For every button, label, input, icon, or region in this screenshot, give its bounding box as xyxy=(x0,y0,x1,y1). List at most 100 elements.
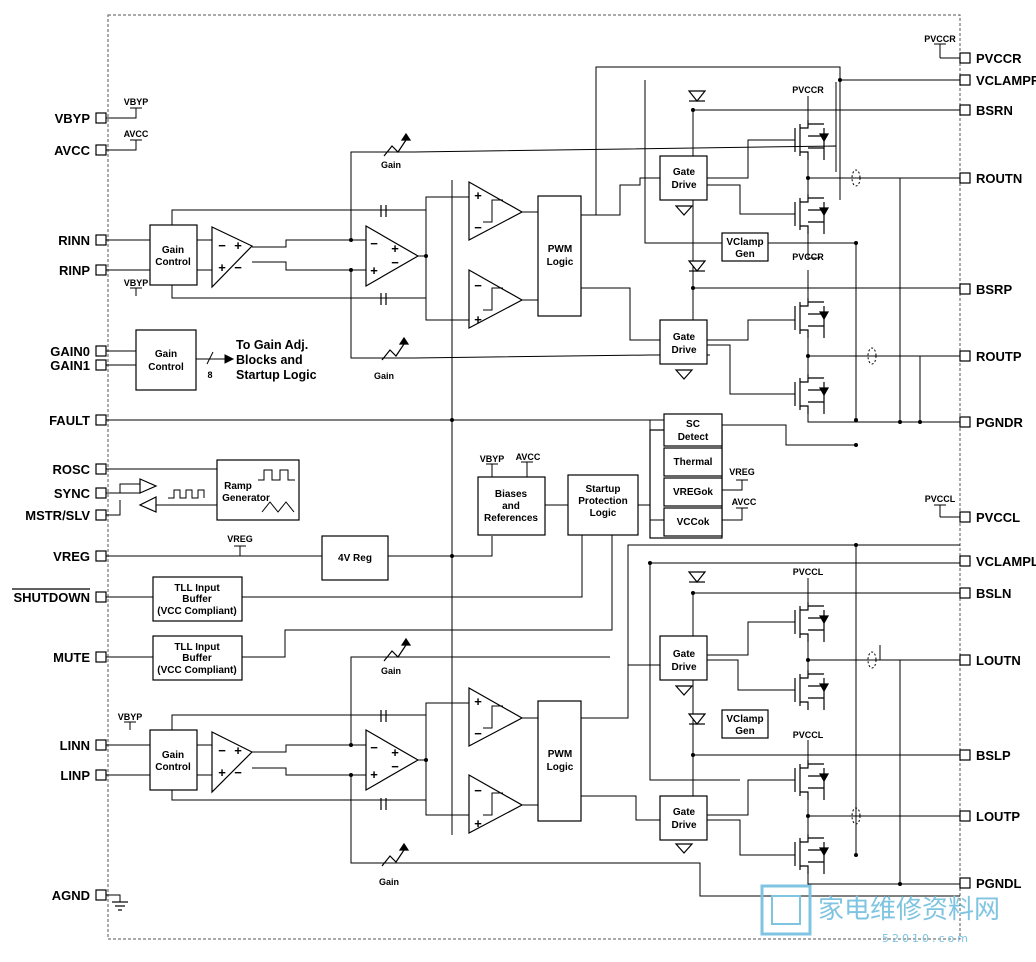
pin-loutp: LOUTP xyxy=(976,809,1020,824)
svg-text:+: + xyxy=(218,765,226,780)
biases-line1: Biases xyxy=(495,489,528,500)
gain-control-top-line2: Control xyxy=(155,257,191,268)
to-gain-note-3: Startup Logic xyxy=(236,368,317,382)
wires xyxy=(106,43,960,902)
comparator-2-icon xyxy=(468,268,524,329)
gate-drive-2-line1: Gate xyxy=(673,332,696,343)
vclamp-bottom-line1: VClamp xyxy=(726,714,763,725)
svg-text:−: − xyxy=(474,278,482,293)
tll-shutdown-line3: (VCC Compliant) xyxy=(157,606,236,617)
chip-outline xyxy=(107,14,961,940)
pwm-bottom-line1: PWM xyxy=(548,749,572,760)
main-amp-top-icon xyxy=(365,224,420,288)
ramp-line1: Ramp xyxy=(224,481,252,492)
main-amp-bottom-icon xyxy=(365,728,420,792)
svg-text:−: − xyxy=(474,220,482,235)
gain-control-block-top xyxy=(149,224,198,286)
tll-mute-line2: Buffer xyxy=(182,653,212,664)
sc-detect-block xyxy=(663,413,723,447)
gain-label-3: Gain xyxy=(381,666,401,676)
svg-text:+: + xyxy=(234,238,242,253)
ramp-waveform-icons xyxy=(168,469,295,513)
gain-control-bottom-line1: Gain xyxy=(162,750,184,761)
pin-gain0: GAIN0 xyxy=(50,344,90,359)
svg-text:+: + xyxy=(474,312,482,327)
svg-text:−: − xyxy=(218,743,226,758)
tll-mute-line1: TLL Input xyxy=(174,642,220,653)
left-pins xyxy=(95,112,107,901)
svg-text:−: − xyxy=(474,783,482,798)
pin-shutdown: SHUTDOWN xyxy=(13,590,90,605)
pin-mute: MUTE xyxy=(53,650,90,665)
svg-text:+: + xyxy=(370,263,378,278)
label-avcc-3: AVCC xyxy=(732,497,757,507)
vclamp-top-line1: VClamp xyxy=(726,237,763,248)
pin-pgndl: PGNDL xyxy=(976,876,1022,891)
startup-line1: Startup xyxy=(586,484,621,495)
biases-line3: References xyxy=(484,513,538,524)
pin-sync: SYNC xyxy=(54,486,91,501)
pin-mstr-slv: MSTR/SLV xyxy=(25,508,90,523)
sc-detect-line2: Detect xyxy=(678,432,709,443)
pin-rosc: ROSC xyxy=(52,462,90,477)
preamp-bottom-icon xyxy=(211,731,254,794)
gate-drive-block-2 xyxy=(659,319,708,365)
pin-pvccr: PVCCR xyxy=(976,51,1022,66)
gain-control-mid-line1: Gain xyxy=(155,349,177,360)
label-vbyp-2: VBYP xyxy=(124,278,149,288)
pwm-bottom-line2: Logic xyxy=(547,762,574,773)
pin-rinp: RINP xyxy=(59,263,90,278)
watermark-sub: 52010.com xyxy=(882,932,971,945)
label-pvccr-top: PVCCR xyxy=(924,34,956,44)
preamp-top-icon xyxy=(211,226,254,289)
gain-label-4: Gain xyxy=(379,877,399,887)
label-pvccl-2: PVCCL xyxy=(793,730,824,740)
pin-pvccl: PVCCL xyxy=(976,510,1020,525)
svg-text:+: + xyxy=(474,188,482,203)
svg-text:−: − xyxy=(234,260,242,275)
svg-text:−: − xyxy=(218,238,226,253)
mosfet-icons xyxy=(794,120,830,874)
vclamp-gen-block-bottom xyxy=(721,709,769,739)
pin-vbyp: VBYP xyxy=(55,111,91,126)
svg-text:−: − xyxy=(234,765,242,780)
pwm-top-line1: PWM xyxy=(548,244,572,255)
svg-text:+: + xyxy=(474,694,482,709)
label-avcc-1: AVCC xyxy=(124,129,149,139)
pin-bsln: BSLN xyxy=(976,586,1011,601)
gate-drive-ground-icons xyxy=(674,205,694,854)
pin-fault: FAULT xyxy=(49,413,90,428)
pwm-top-line2: Logic xyxy=(547,257,574,268)
pin-rinn: RINN xyxy=(58,233,90,248)
svg-text:−: − xyxy=(370,236,378,251)
pin-loutn: LOUTN xyxy=(976,653,1021,668)
to-gain-note-1: To Gain Adj. xyxy=(236,338,308,352)
ramp-line2: Generator xyxy=(222,493,270,504)
vccok-label: VCCok xyxy=(677,517,710,528)
vreg-4v-label: 4V Reg xyxy=(338,553,372,564)
svg-text:−: − xyxy=(370,740,378,755)
comparator-4-icon xyxy=(468,773,524,834)
pin-avcc: AVCC xyxy=(54,143,90,158)
gain-control-bottom-line2: Control xyxy=(155,762,191,773)
label-vbyp-3: VBYP xyxy=(480,454,505,464)
gate-drive-1-line2: Drive xyxy=(671,180,696,191)
svg-text:−: − xyxy=(391,759,399,774)
pin-vclampl: VCLAMPL xyxy=(976,554,1036,569)
tll-buffer-mute xyxy=(152,635,243,681)
comparator-3-icon xyxy=(468,686,524,747)
svg-text:+: + xyxy=(234,743,242,758)
comparator-1-icon xyxy=(468,180,524,241)
watermark: 家电维修资料网 52010.com xyxy=(760,884,1000,945)
pin-routp: ROUTP xyxy=(976,349,1022,364)
vreg-4v-block xyxy=(321,535,389,581)
ferrite-bead-icons xyxy=(851,169,877,825)
pin-bsrn: BSRN xyxy=(976,103,1013,118)
label-vreg-1: VREG xyxy=(729,467,755,477)
svg-text:+: + xyxy=(370,767,378,782)
vclamp-top-line2: Gen xyxy=(735,249,754,260)
pin-bslp: BSLP xyxy=(976,748,1011,763)
capacitor-icons xyxy=(380,205,387,810)
bootstrap-diode-icons xyxy=(687,90,707,725)
svg-text:+: + xyxy=(391,745,399,760)
